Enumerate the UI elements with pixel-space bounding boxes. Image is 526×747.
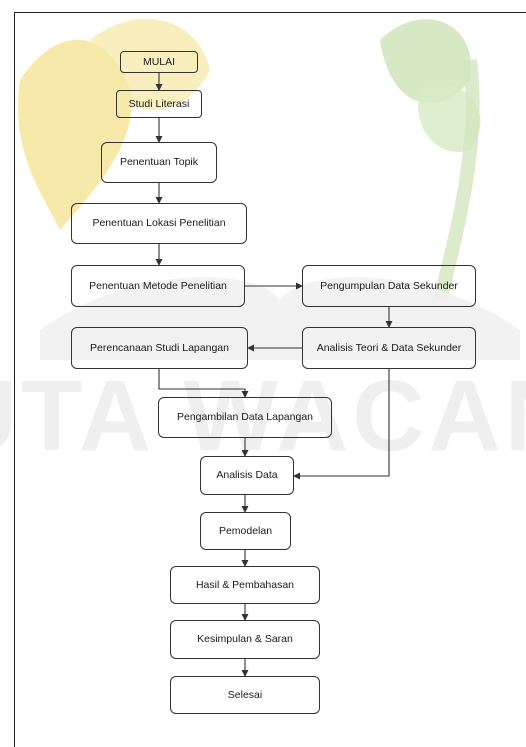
step-pengambilan-data-lapangan: Pengambilan Data Lapangan [158,397,332,438]
arrow-perencanaan-to-pengambilan [158,369,249,398]
step-penentuan-topik-label: Penentuan Topik [119,156,199,169]
step-hasil-pembahasan: Hasil & Pembahasan [170,566,320,604]
watermark-text: DUTA WACANA [0,360,526,472]
page-frame [14,12,526,747]
step-pengambilan-data-lapangan-label: Pengambilan Data Lapangan [176,411,314,424]
step-penentuan-topik: Penentuan Topik [101,142,217,183]
step-analisis-teori-label: Analisis Teori & Data Sekunder [316,341,462,354]
watermark-flame-shape [18,39,132,230]
watermark-leaf-shape [380,19,472,104]
step-studi-literasi-label: Studi Literasi [128,97,190,110]
step-pemodelan-label: Pemodelan [218,524,273,537]
step-mulai-label: MULAI [142,55,176,68]
watermark-flame-shape-2 [90,18,210,111]
step-selesai-label: Selesai [227,688,263,701]
watermark-stem-shape [433,59,480,302]
step-analisis-teori: Analisis Teori & Data Sekunder [302,327,476,369]
step-analisis-data: Analisis Data [200,456,294,495]
step-hasil-pembahasan-label: Hasil & Pembahasan [195,578,295,591]
step-pemodelan: Pemodelan [200,512,291,550]
step-penentuan-lokasi: Penentuan Lokasi Penelitian [71,203,247,244]
step-pengumpulan-data-sekunder-label: Pengumpulan Data Sekunder [320,279,458,292]
step-perencanaan-studi-lapangan: Perencanaan Studi Lapangan [71,327,248,369]
step-studi-literasi: Studi Literasi [116,90,202,118]
step-penentuan-metode: Penentuan Metode Penelitian [71,265,245,307]
step-mulai: MULAI [120,51,198,73]
step-perencanaan-studi-lapangan-label: Perencanaan Studi Lapangan [90,341,229,354]
step-kesimpulan-saran: Kesimpulan & Saran [170,620,320,659]
arrow-analisis-teori-to-analisis-data [293,369,390,480]
watermark-book-shape [40,277,520,360]
step-penentuan-metode-label: Penentuan Metode Penelitian [89,279,227,292]
step-pengumpulan-data-sekunder: Pengumpulan Data Sekunder [302,265,476,307]
step-kesimpulan-saran-label: Kesimpulan & Saran [197,633,293,646]
step-selesai: Selesai [170,676,320,714]
step-penentuan-lokasi-label: Penentuan Lokasi Penelitian [92,217,226,230]
step-analisis-data-label: Analisis Data [216,469,278,482]
